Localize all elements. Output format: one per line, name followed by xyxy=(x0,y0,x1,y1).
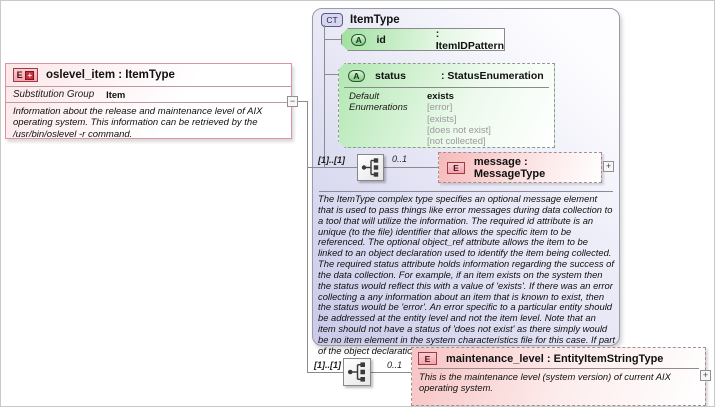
attribute-id-type: : ItemIDPattern xyxy=(435,27,504,52)
attribute-id-box[interactable]: A id : ItemIDPattern xyxy=(341,28,505,51)
oslevel-item-description: Information about the release and mainte… xyxy=(13,106,263,140)
element-icon-letter: E xyxy=(16,70,23,80)
enum-value: [error] xyxy=(427,102,453,114)
itemtype-connector-status-branch xyxy=(325,74,338,75)
enumerations-label: Enumerations xyxy=(349,102,408,114)
element-icon-plus: + xyxy=(25,70,35,80)
message-element-box[interactable]: E message : MessageType xyxy=(438,152,602,183)
attribute-status-name: status xyxy=(375,69,406,82)
status-separator xyxy=(344,87,549,88)
message-occurrence: 0..1 xyxy=(392,154,408,164)
itemtype-title: ItemType xyxy=(350,14,400,26)
enum-value: [not collected] xyxy=(427,136,486,148)
attribute-status-title-row: A status : StatusEnumeration xyxy=(339,64,554,87)
oslevel-collapse-toggle[interactable]: − xyxy=(287,96,298,107)
attribute-status-box[interactable]: A status : StatusEnumeration Default Enu… xyxy=(338,63,555,148)
maintenance-sequence-cardinality: [1]..[1] xyxy=(314,360,341,370)
default-value: exists xyxy=(427,91,454,102)
sequence-compositor-icon[interactable] xyxy=(357,154,384,181)
element-icon: E xyxy=(418,352,437,365)
substitution-group-row: Substitution Group Item xyxy=(6,87,291,103)
maintenance-level-title: maintenance_level : EntityItemStringType xyxy=(446,352,664,365)
maintenance-level-description: This is the maintenance level (system ve… xyxy=(419,371,671,393)
maintenance-expand-toggle[interactable]: + xyxy=(700,370,711,381)
element-substitution-icon: E + xyxy=(13,68,38,82)
substitution-group-label: Substitution Group xyxy=(13,89,95,100)
attribute-icon: A xyxy=(348,70,365,82)
itemtype-documentation: The ItemType complex type specifies an o… xyxy=(318,193,615,356)
message-expand-toggle[interactable]: + xyxy=(603,161,614,172)
message-element-title: message : MessageType xyxy=(473,155,546,180)
attribute-id-name: id xyxy=(376,33,386,46)
maintenance-occurrence: 0..1 xyxy=(387,360,403,370)
oslevel-item-header: E + oslevel_item : ItemType xyxy=(6,64,291,87)
maintenance-separator xyxy=(418,368,699,369)
substitution-group-value[interactable]: Item xyxy=(106,89,126,100)
attribute-status-type: : StatusEnumeration xyxy=(441,69,544,82)
sequence-glyph xyxy=(347,362,366,382)
default-label: Default xyxy=(349,91,380,102)
sequence-glyph xyxy=(361,158,379,177)
itemtype-connector-id-branch xyxy=(325,39,341,40)
attribute-icon: A xyxy=(351,34,366,46)
oslevel-item-element-box[interactable]: E + oslevel_item : ItemType Substitution… xyxy=(5,63,292,140)
enum-value: [does not exist] xyxy=(427,124,491,136)
documentation-separator xyxy=(319,191,613,192)
complextype-icon: CT xyxy=(321,13,343,27)
connector-main-vertical xyxy=(307,101,308,373)
maintenance-sequence-compositor-icon[interactable] xyxy=(343,358,371,386)
itemtype-header: CT ItemType xyxy=(313,9,619,27)
sequence-cardinality: [1]..[1] xyxy=(318,155,345,165)
oslevel-item-title: oslevel_item : ItemType xyxy=(46,69,175,81)
status-properties: Default Enumerations exists [error] [exi… xyxy=(339,88,554,147)
connector-from-toggle xyxy=(298,101,308,102)
enum-value: [exists] xyxy=(427,113,457,125)
maintenance-level-header: E maintenance_level : EntityItemStringTy… xyxy=(412,348,705,367)
element-icon: E xyxy=(447,161,465,174)
itemtype-connector-vertical xyxy=(324,25,325,168)
maintenance-level-element-box[interactable]: E maintenance_level : EntityItemStringTy… xyxy=(411,347,706,406)
